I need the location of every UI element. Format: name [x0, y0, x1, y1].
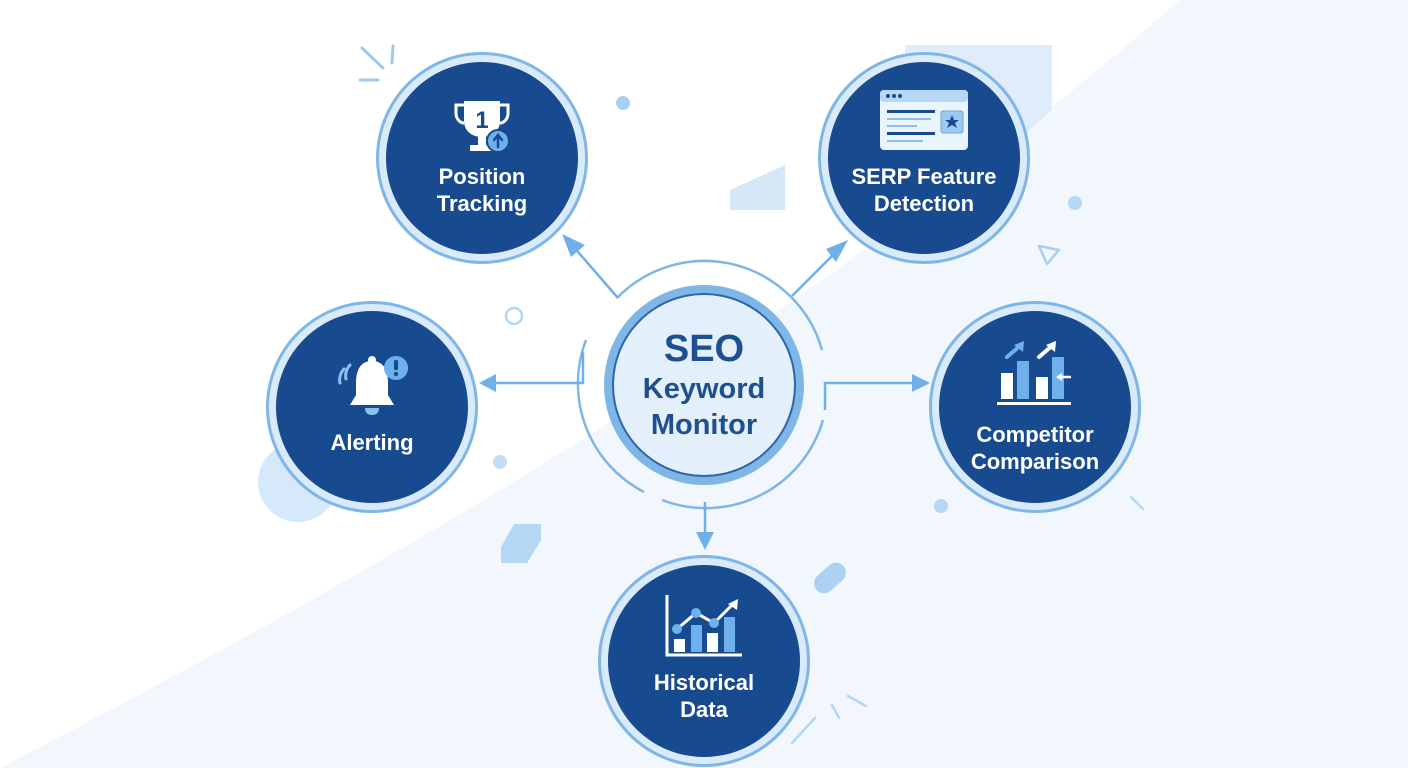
deco-dot-3: [493, 455, 507, 469]
deco-dot-2: [1068, 196, 1082, 210]
trophy-rank-up-icon: 1: [454, 101, 510, 153]
label-line-1: Competitor: [976, 422, 1094, 447]
deco-ring-small: [504, 306, 524, 326]
label-line-2: Data: [680, 697, 728, 722]
label-line-1: SERP Feature: [851, 164, 997, 189]
node-label-historical-data: Historical Data: [654, 669, 754, 723]
deco-sparkle-top-left: [358, 44, 395, 82]
label-line-1: Position: [438, 164, 526, 189]
node-historical-data[interactable]: Historical Data: [598, 555, 810, 767]
deco-tick-right: [1129, 495, 1145, 511]
arrow-to-competitor: [823, 381, 917, 410]
label-line-1: Alerting: [330, 429, 414, 455]
node-label-position-tracking: Position Tracking: [437, 163, 527, 217]
center-node-seo-keyword-monitor[interactable]: SEO Keyword Monitor: [604, 285, 804, 485]
bell-alert-icon: [338, 355, 408, 415]
label-line-1: Historical: [653, 670, 755, 695]
node-alerting[interactable]: Alerting: [266, 301, 478, 513]
center-title-line-1: SEO: [663, 328, 745, 370]
connector-arrows: [486, 244, 917, 540]
node-label-alerting: Alerting: [330, 429, 413, 456]
center-outer-arcs: [576, 259, 825, 510]
center-title-line-2: Keyword: [642, 373, 766, 405]
deco-shape-chevron: [730, 165, 785, 210]
deco-dot-4: [934, 499, 948, 513]
arrow-to-alerting: [486, 352, 585, 385]
node-label-competitor-comparison: Competitor Comparison: [971, 421, 1099, 475]
browser-window-star-icon: [880, 90, 968, 150]
bar-chart-compare-icon: [997, 341, 1071, 405]
node-position-tracking[interactable]: 1 Position Tracking: [376, 52, 588, 264]
deco-sparkle-bottom-right: [790, 694, 868, 745]
label-line-2: Detection: [873, 191, 975, 216]
arrow-to-serp: [791, 249, 839, 297]
deco-triangle: [1037, 244, 1061, 266]
line-bar-chart-trend-icon: [665, 595, 742, 657]
arrow-to-position-tracking: [571, 244, 619, 299]
node-competitor-comparison[interactable]: Competitor Comparison: [929, 301, 1141, 513]
deco-dot-1: [616, 96, 630, 110]
node-serp-feature-detection[interactable]: SERP Feature Detection: [818, 52, 1030, 264]
center-title-line-3: Monitor: [650, 409, 758, 441]
label-line-2: Comparison: [970, 449, 1100, 474]
arrow-heads: [479, 234, 930, 550]
deco-hexagon: [501, 524, 541, 563]
node-label-serp-feature-detection: SERP Feature Detection: [851, 163, 996, 217]
center-title: SEO Keyword Monitor: [643, 327, 765, 443]
deco-pill: [814, 562, 846, 594]
svg-text:1: 1: [475, 107, 488, 134]
label-line-2: Tracking: [436, 191, 528, 216]
